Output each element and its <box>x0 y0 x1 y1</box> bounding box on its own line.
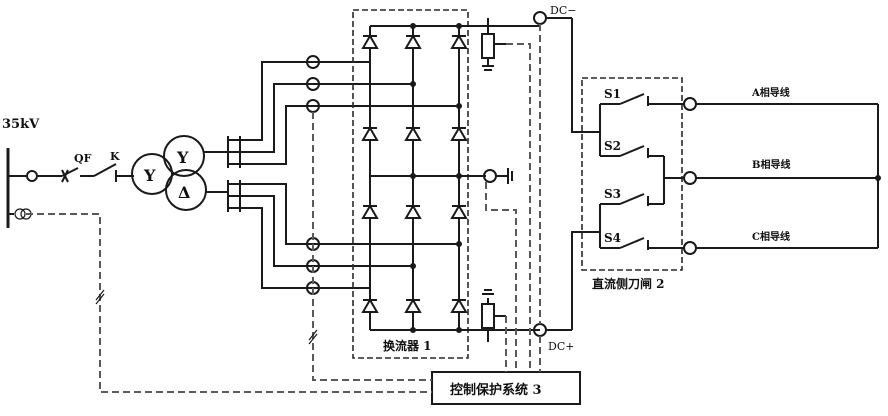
diode-icon <box>450 126 468 141</box>
diode-group <box>361 34 468 313</box>
dc-switch: S4 <box>599 231 664 250</box>
diode-icon <box>361 204 379 219</box>
diode-icon <box>361 34 379 49</box>
diode-icon <box>404 298 422 313</box>
xfmr-sec2-label: Δ <box>178 183 190 202</box>
terminal-icon <box>683 241 697 255</box>
xfmr-primary-label: Y <box>143 166 156 185</box>
dc-terminals: DC− DC+ <box>533 4 600 353</box>
line-label-group: A相导线 B相导线 C相导线 <box>751 86 790 243</box>
diode-icon <box>404 204 422 219</box>
breaker-label: QF <box>74 152 92 165</box>
switch-label: S1 <box>604 87 621 101</box>
phase-line-label: A相导线 <box>751 86 790 99</box>
terminal-icon <box>683 171 697 185</box>
transformer: Y Y Δ <box>131 135 228 211</box>
lower-ac-feeders <box>227 180 362 295</box>
dc-switch: S3 <box>599 178 665 232</box>
converter-label: 换流器 1 <box>383 338 432 353</box>
diode-icon <box>404 34 422 49</box>
control-label: 控制保护系统 3 <box>450 382 542 398</box>
terminal-icon <box>683 97 697 111</box>
upper-ac-feeders <box>227 55 362 168</box>
diode-icon <box>450 298 468 313</box>
diode-icon <box>361 126 379 141</box>
diode-icon <box>361 298 379 313</box>
dc-measurement <box>481 18 513 342</box>
diode-icon <box>450 204 468 219</box>
output-lines <box>696 103 881 249</box>
diode-icon <box>404 126 422 141</box>
dc-switch-box-label: 直流侧刀闸 2 <box>592 276 665 291</box>
dc-switch: S2 <box>599 132 665 178</box>
dc-switch: S1 <box>599 87 664 132</box>
xfmr-sec1-label: Y <box>176 148 189 167</box>
phase-line-label: C相导线 <box>752 230 790 243</box>
converter-1: 换流器 1 <box>352 9 540 359</box>
dc-switch-box: 直流侧刀闸 2 <box>581 77 683 291</box>
incoming-feeder: QF K <box>8 150 134 183</box>
switch-label: S4 <box>604 231 621 245</box>
control-protection-system: 控制保护系统 3 <box>26 24 581 405</box>
bus-voltage-label: 35kV <box>2 117 40 132</box>
dc-minus-label: DC− <box>550 4 576 17</box>
switch-label: S3 <box>604 187 621 201</box>
dc-plus-label: DC+ <box>548 340 574 353</box>
diode-icon <box>450 34 468 49</box>
phase-line-label: B相导线 <box>752 158 790 171</box>
switch-k-label: K <box>110 150 120 163</box>
switch-label: S2 <box>604 139 621 153</box>
